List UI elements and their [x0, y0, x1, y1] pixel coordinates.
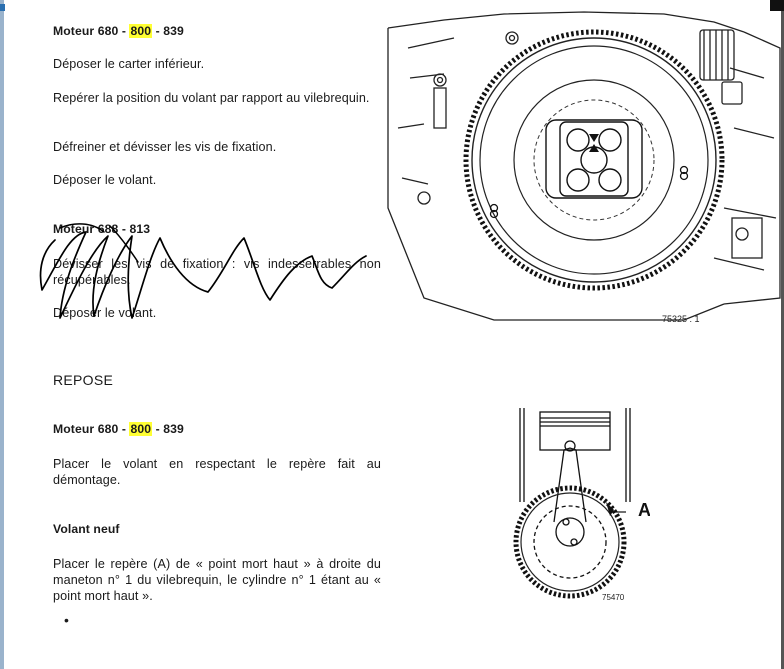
section1-heading-highlight: 800 [129, 24, 153, 38]
repose-title: REPOSE [53, 372, 114, 388]
right-edge-mark [770, 0, 784, 11]
section1-step-1: Déposer le carter inférieur. [53, 57, 205, 71]
repose-subheading: Volant neuf [53, 522, 120, 536]
section2-heading: Moteur 688 - 813 [53, 222, 151, 236]
right-edge [781, 11, 784, 669]
repose-step-2: Placer le repère (A) de « point mort hau… [53, 557, 381, 603]
left-edge [0, 0, 4, 669]
repose-heading: Moteur 680 - 800 - 839 [53, 422, 184, 436]
section2-step-2: Déposer le volant. [53, 306, 157, 320]
section1-step-4: Déposer le volant. [53, 173, 157, 187]
left-edge-mark [0, 4, 5, 11]
repose-heading-highlight: 800 [129, 422, 153, 436]
bullet-mark: • [64, 612, 70, 628]
figure1-ref: 75325 . 1 [662, 314, 700, 324]
section1-step-3: Défreiner et dévisser les vis de fixatio… [53, 140, 277, 154]
flywheel-diagram: 75325 . 1 [387, 11, 781, 324]
piston-diagram: A 75470 [513, 408, 650, 602]
section1-heading: Moteur 680 - 800 - 839 [53, 24, 184, 38]
repose-step-1: Placer le volant en respectant le repère… [53, 457, 381, 487]
section1-step-2: Repérer la position du volant par rappor… [53, 91, 370, 105]
figure2-label-a: A [638, 500, 650, 520]
figure2-ref: 75470 [602, 593, 625, 602]
section2-step-1: Dévisser les vis de fixation : vis indes… [53, 257, 381, 287]
